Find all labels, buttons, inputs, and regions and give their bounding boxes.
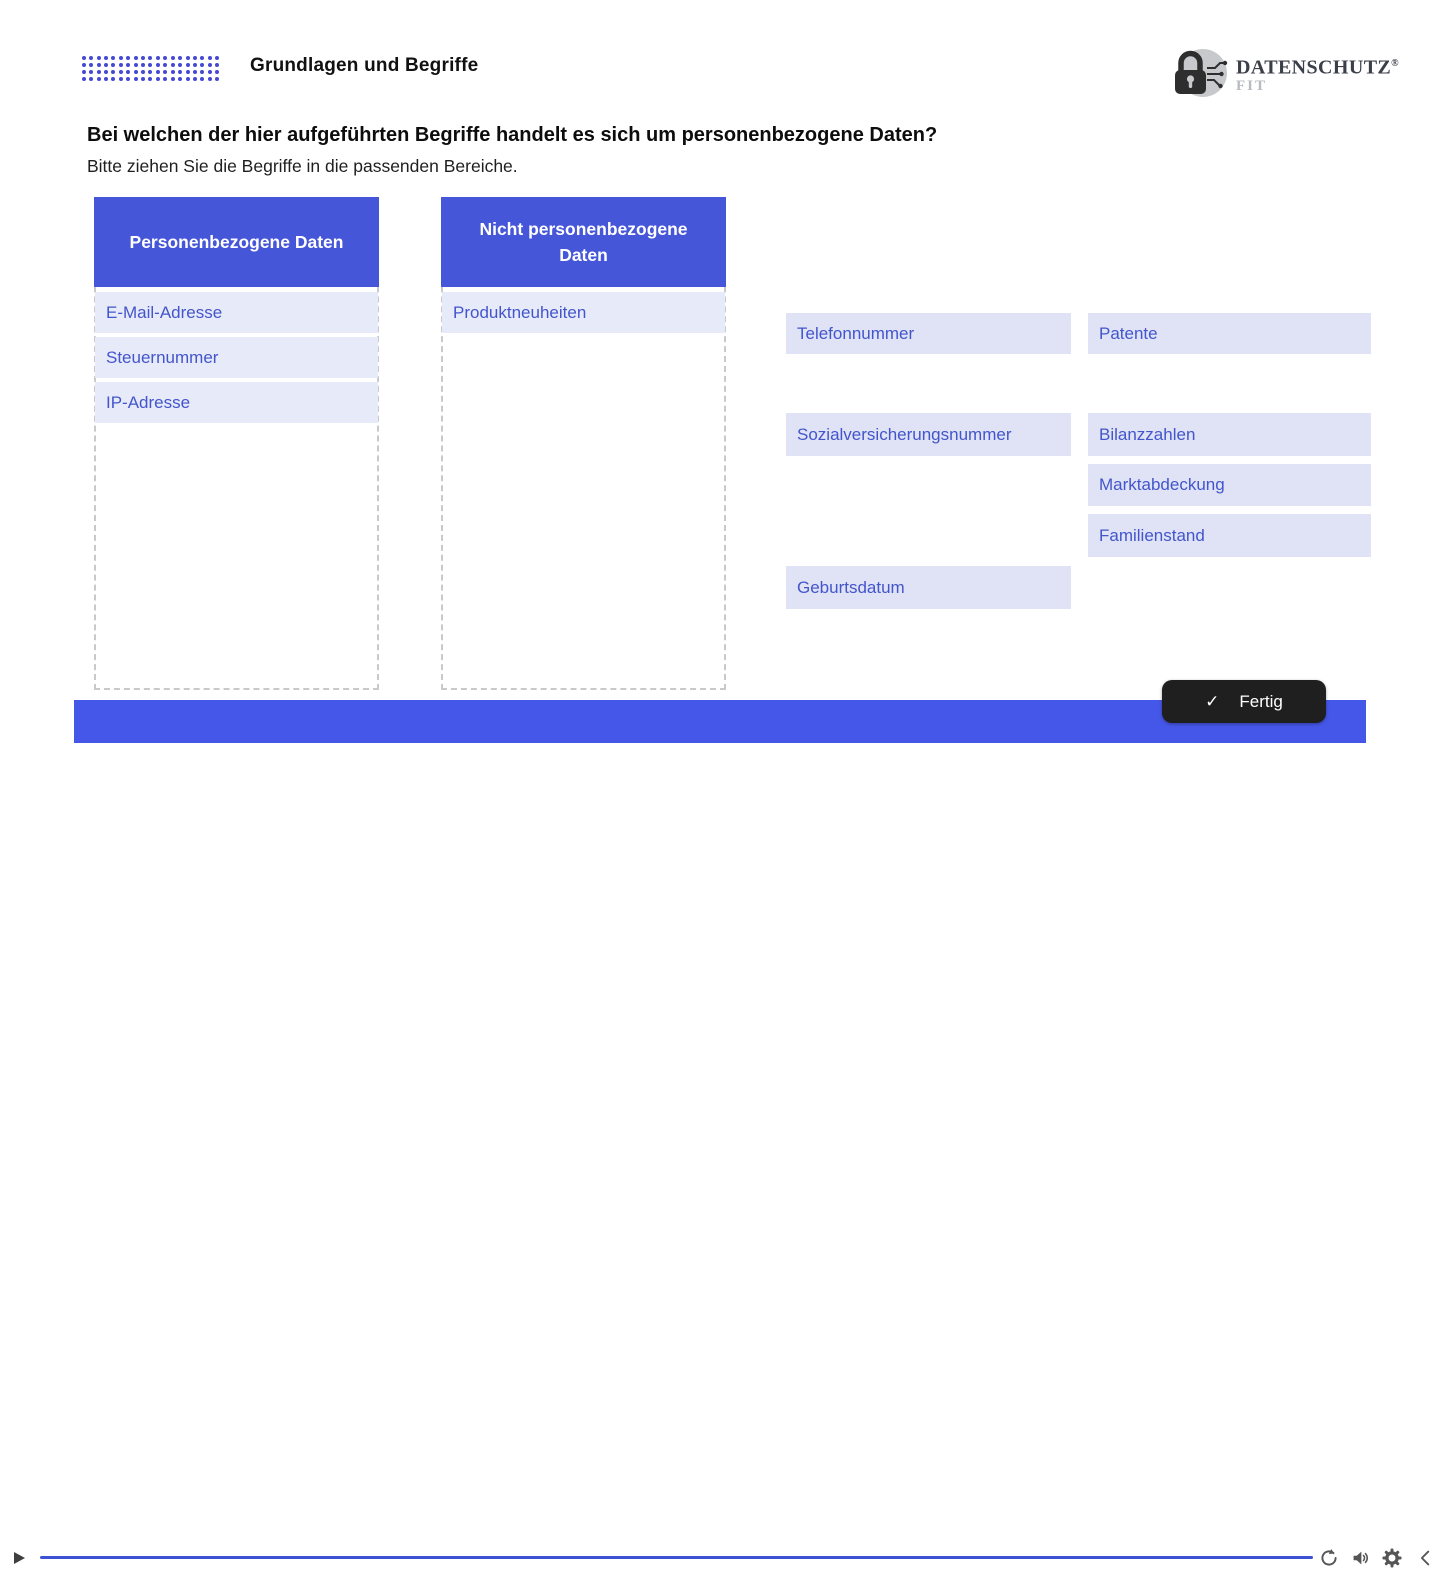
check-icon: ✓ [1205,691,1220,711]
previous-button[interactable] [1415,1547,1437,1569]
page-title: Grundlagen und Begriffe [250,55,479,76]
play-icon [14,1552,25,1564]
registered-mark: ® [1391,58,1400,69]
volume-button[interactable] [1349,1547,1371,1569]
drag-item-email-adresse[interactable]: E-Mail-Adresse [95,292,378,333]
brand-sub: FIT [1236,77,1268,94]
drag-item-marktabdeckung[interactable]: Marktabdeckung [1088,464,1371,506]
question-instruction: Bitte ziehen Sie die Begriffe in die pas… [87,156,518,176]
dropzone-items: E-Mail-Adresse Steuernummer IP-Adresse [95,292,378,423]
dropzone-header: Personenbezogene Daten [94,197,379,287]
question-title: Bei welchen der hier aufgeführten Begrif… [87,124,938,146]
replay-icon [1321,1549,1337,1566]
brand-dots-logo [80,54,221,82]
brand-name: DATENSCHUTZ® [1236,56,1400,79]
seekbar-progress [40,1556,1313,1559]
drag-item-geburtsdatum[interactable]: Geburtsdatum [786,566,1071,609]
bottom-accent-bar [74,700,1366,743]
datenschutz-fit-logo: DATENSCHUTZ® FIT [1168,46,1399,105]
settings-button[interactable] [1381,1547,1403,1569]
dropzone-items: Produktneuheiten [442,292,725,333]
chevron-left-icon [1420,1550,1430,1566]
drag-item-steuernummer[interactable]: Steuernummer [95,337,378,378]
play-button[interactable] [14,1550,32,1566]
done-button-label: Fertig [1239,691,1283,711]
drag-item-patente[interactable]: Patente [1088,313,1371,354]
drag-item-telefonnummer[interactable]: Telefonnummer [786,313,1071,354]
drag-item-ip-adresse[interactable]: IP-Adresse [95,382,378,423]
slide: Grundlagen und Begriffe DATENSCHUTZ® [0,46,1445,1568]
drag-item-produktneuheiten[interactable]: Produktneuheiten [442,292,725,333]
replay-button[interactable] [1318,1547,1340,1569]
player-bar [0,770,1445,1568]
gear-icon [1382,1548,1402,1568]
done-button[interactable]: ✓ Fertig [1162,680,1326,723]
lock-network-icon [1168,46,1230,105]
seekbar[interactable] [40,1556,1313,1560]
drag-item-bilanzzahlen[interactable]: Bilanzzahlen [1088,413,1371,456]
drag-item-familienstand[interactable]: Familienstand [1088,514,1371,557]
dropzone-header: Nicht personenbezogene Daten [441,197,726,287]
dropzone-nicht-personenbezogene-daten[interactable]: Nicht personenbezogene Daten Produktneuh… [441,197,726,690]
drag-item-sozialversicherungsnummer[interactable]: Sozialversicherungsnummer [786,413,1071,456]
volume-icon [1353,1551,1368,1565]
dropzone-personenbezogene-daten[interactable]: Personenbezogene Daten E-Mail-Adresse St… [94,197,379,690]
